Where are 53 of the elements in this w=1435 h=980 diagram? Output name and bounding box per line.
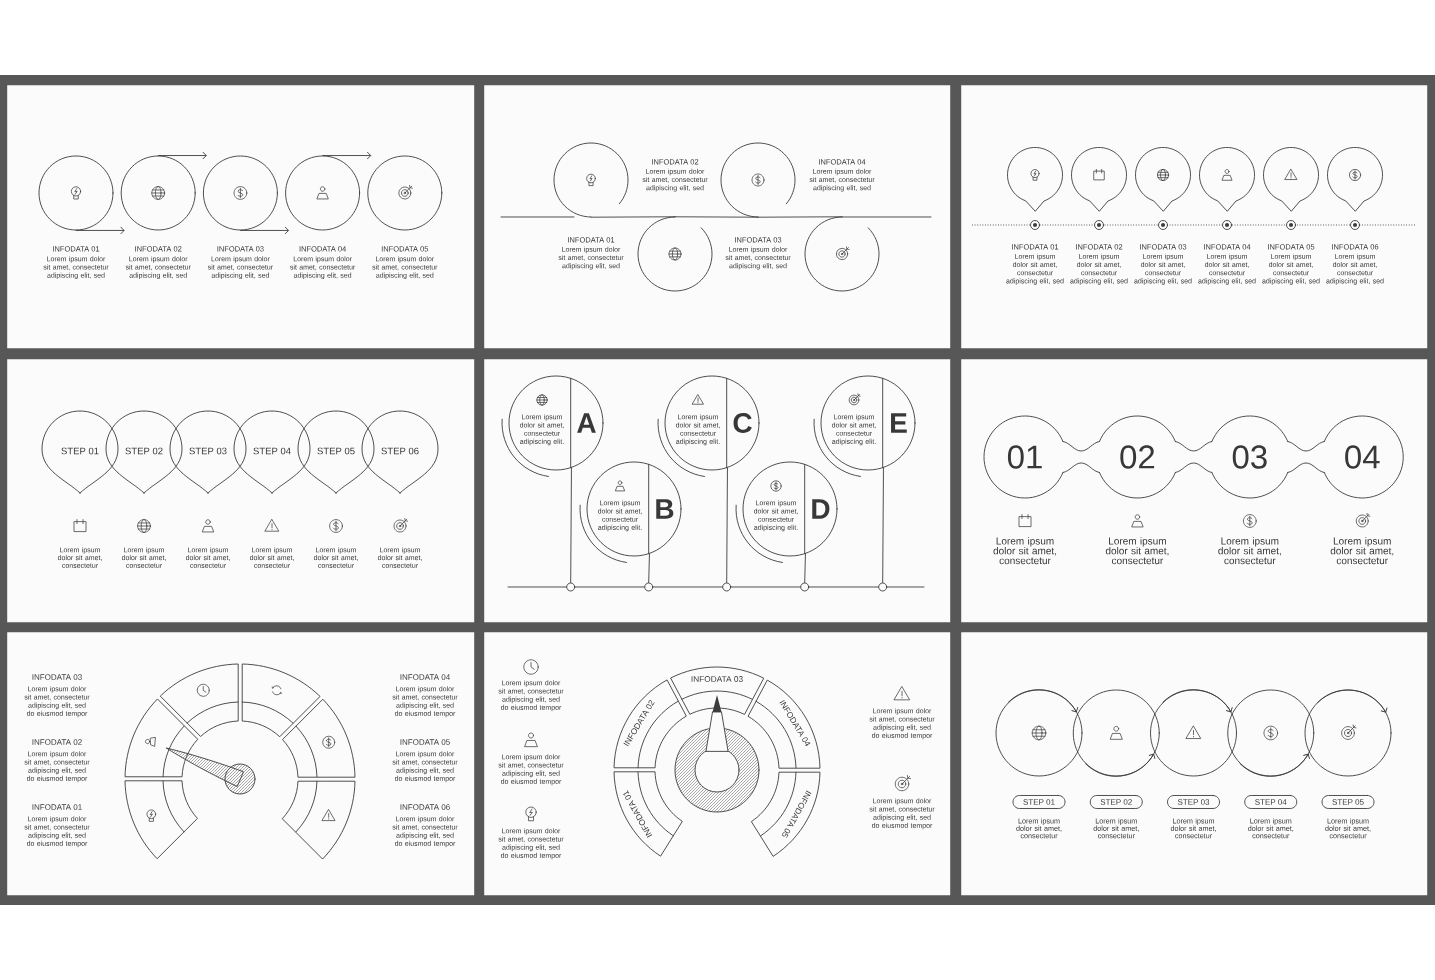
- letter: B: [656, 499, 674, 519]
- curved-arrow: [1162, 689, 1233, 713]
- letter: C: [733, 413, 752, 433]
- timeline-marker: [566, 582, 576, 592]
- letter: A: [577, 413, 596, 433]
- heading: INFODATA 02: [32, 739, 82, 745]
- panel: [484, 359, 951, 623]
- stem-line: [804, 553, 806, 583]
- stem-line: [882, 467, 884, 583]
- stem-line: [570, 467, 572, 583]
- heading: INFODATA 01: [32, 804, 82, 810]
- arrow: [75, 226, 125, 235]
- timeline-marker: [800, 582, 810, 592]
- arrow: [322, 151, 372, 160]
- heading: INFODATA 03: [32, 674, 82, 680]
- connector-line: [590, 216, 676, 218]
- step-pill: STEP 01: [1012, 795, 1066, 809]
- step-pill: STEP 02: [1089, 795, 1143, 809]
- panel: [7, 85, 475, 349]
- description: Lorem ipsum dolor sit amet, consectetur: [1330, 537, 1394, 565]
- panel: [961, 85, 1428, 349]
- stem-line: [726, 467, 728, 583]
- panel: [961, 359, 1428, 623]
- timeline-marker: [878, 582, 888, 592]
- heading: INFODATA 04: [400, 674, 450, 680]
- step-pill: STEP 03: [1167, 795, 1220, 809]
- letter: E: [891, 413, 907, 433]
- curved-arrow: [1239, 753, 1310, 777]
- neck-connector: [1287, 441, 1325, 473]
- arrow: [239, 226, 289, 235]
- step-pill: STEP 05: [1321, 795, 1375, 809]
- panel: [7, 359, 475, 623]
- letter: D: [812, 499, 830, 519]
- neck-connector: [1062, 441, 1100, 473]
- step-pill: STEP 04: [1244, 795, 1298, 809]
- arrow: [157, 151, 207, 160]
- connector-line: [674, 216, 759, 218]
- panel: [7, 632, 475, 896]
- panel: [484, 632, 951, 896]
- description: Lorem ipsum dolor sit amet, consectetur: [1105, 537, 1169, 565]
- timeline-marker: [722, 582, 732, 592]
- stem-line: [648, 553, 650, 583]
- heading: INFODATA 06: [400, 804, 450, 810]
- description: Lorem ipsum dolor sit amet, consectetur: [1218, 537, 1281, 565]
- panel: [961, 632, 1428, 896]
- connector-line: [757, 216, 843, 218]
- timeline-marker: [644, 582, 654, 592]
- gauge-segment: INFODATA 03: [670, 666, 764, 715]
- heading: INFODATA 05: [400, 739, 450, 745]
- panel: [484, 85, 951, 349]
- curved-arrow: [1007, 689, 1079, 713]
- neck-connector: [1175, 441, 1213, 473]
- description: Lorem ipsum dolor sit amet, consectetur: [993, 537, 1057, 565]
